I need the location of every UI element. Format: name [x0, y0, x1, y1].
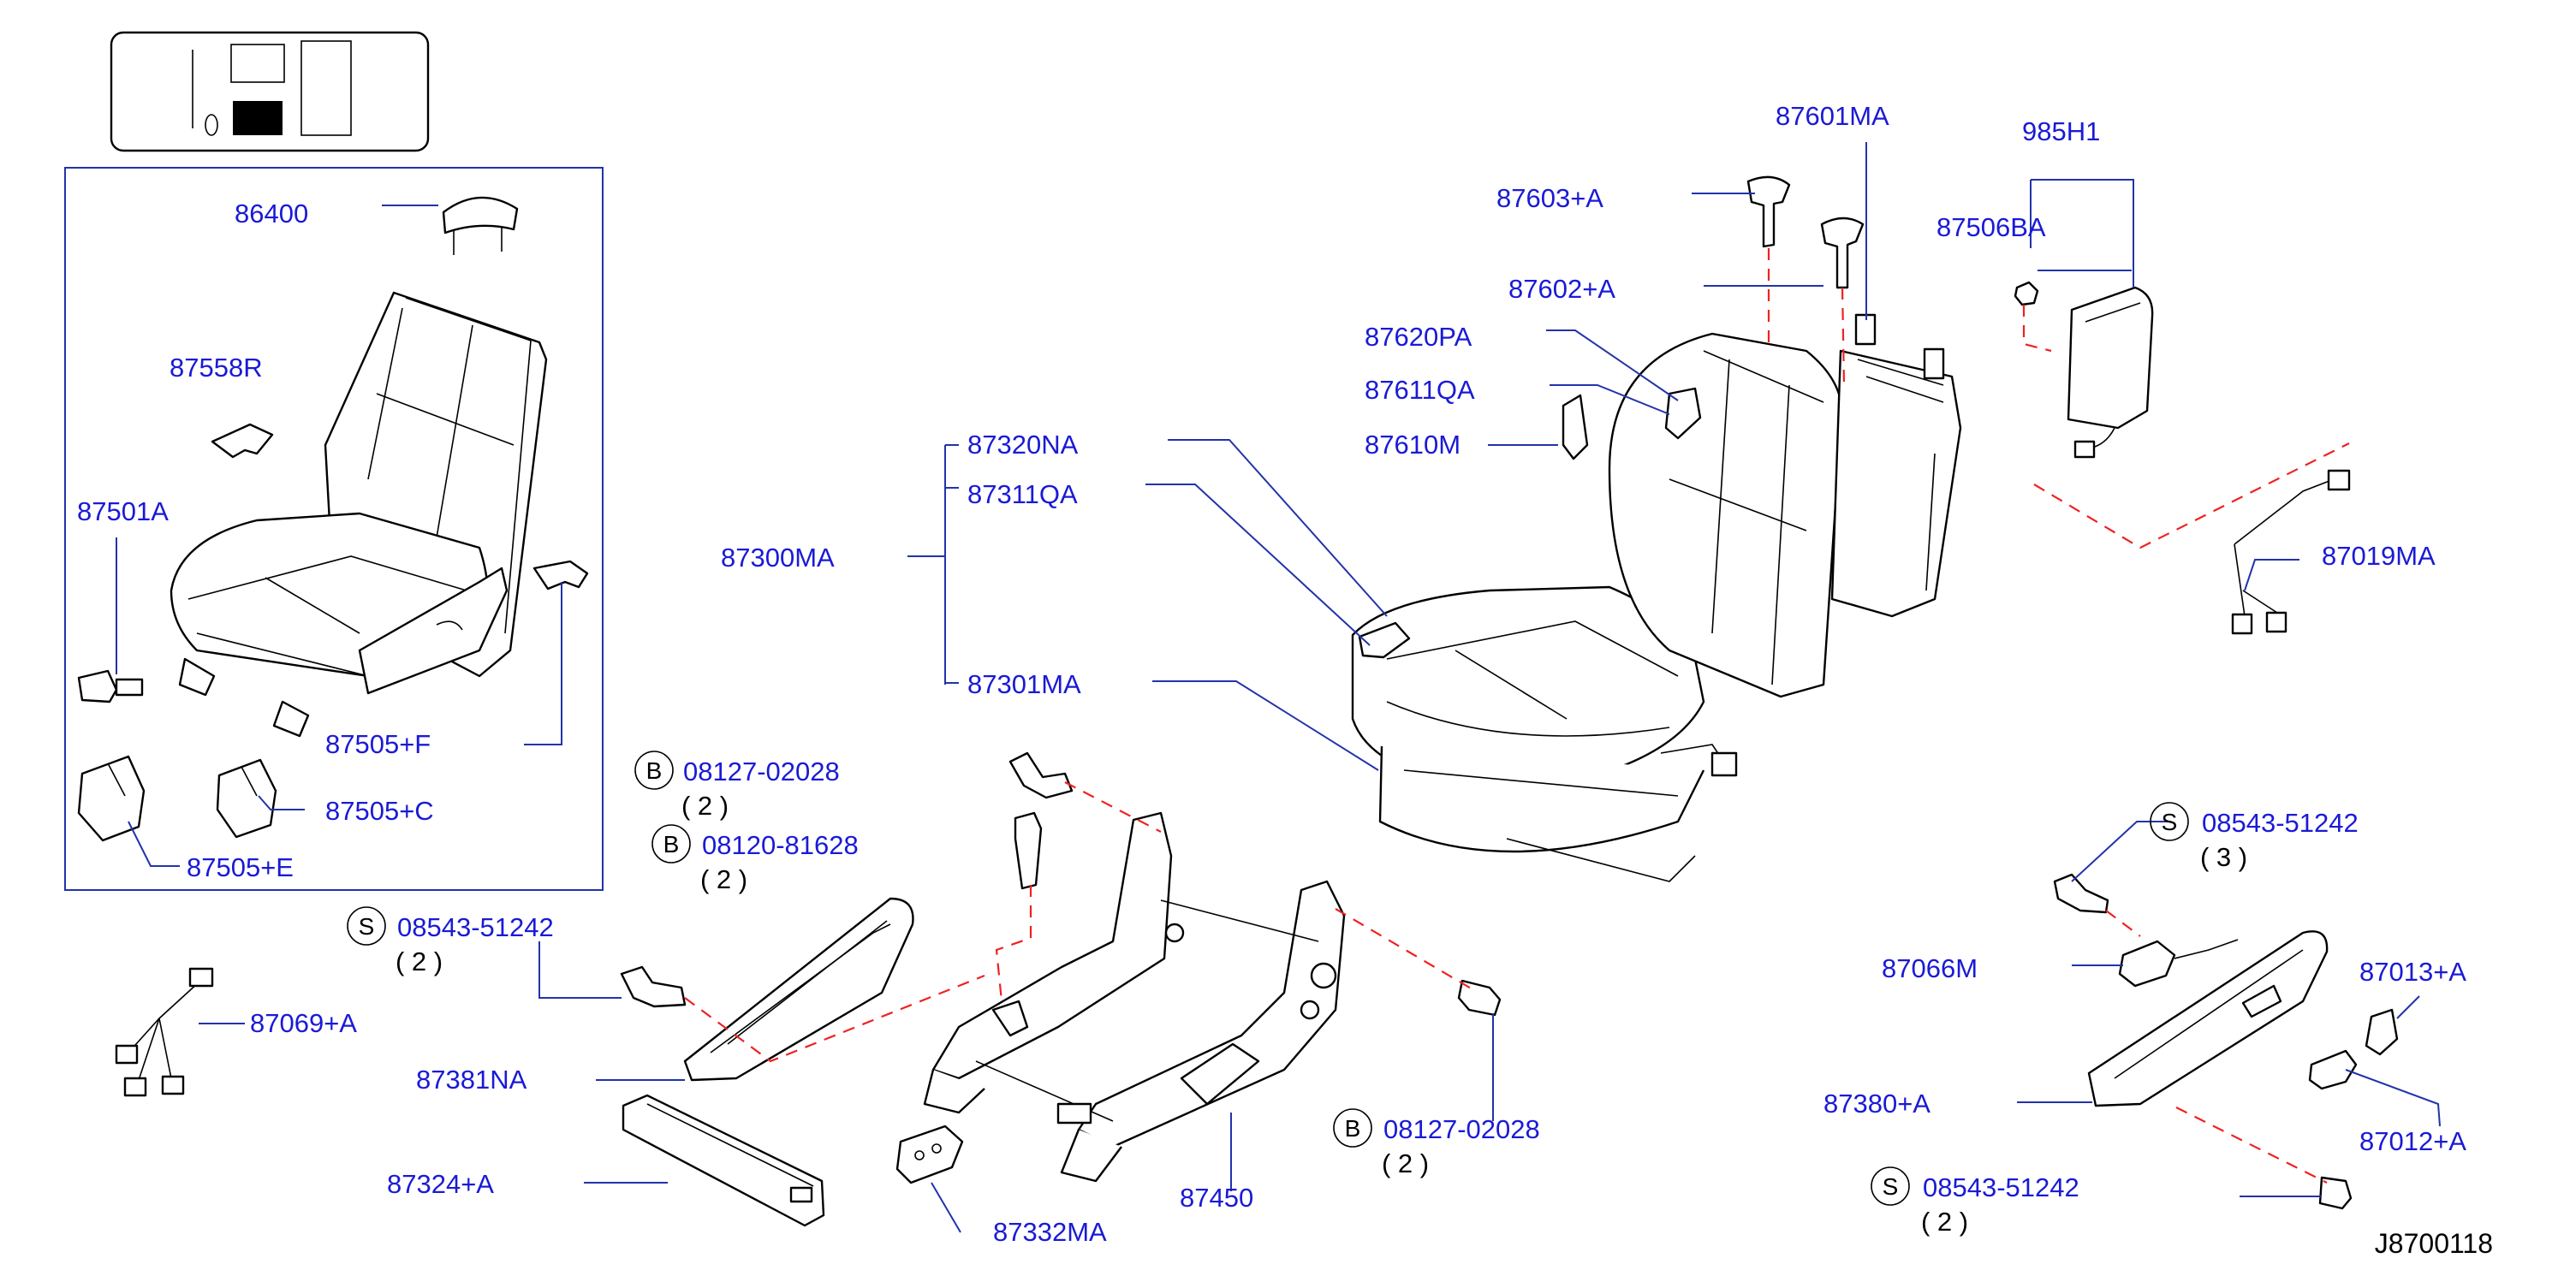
callout-86400: 86400: [235, 199, 308, 228]
callout-87332MA: 87332MA: [993, 1217, 1107, 1247]
seat-assembly-box: [64, 167, 604, 891]
fastener-s1: S 08543-51242 ( 2 ): [347, 906, 554, 976]
assembly-lines: [684, 248, 2350, 1184]
callout-87300MA: 87300MA: [721, 543, 835, 573]
power-seat-switch-drawing: [895, 1125, 964, 1184]
callout-87381NA: 87381NA: [416, 1065, 527, 1095]
fastener-s2-part: 08543-51242: [2202, 808, 2359, 838]
callout-87324A: 87324+A: [387, 1169, 494, 1199]
seatback-drawing: [1562, 175, 1962, 698]
badge-s3: S: [1883, 1173, 1899, 1200]
fastener-b1: B 08127-02028 ( 2 ): [634, 751, 840, 821]
seat-adjuster-frame-drawing: [923, 811, 1346, 1183]
callout-labels: 86400 87558R 87501A 87505+F 87505+C 8750…: [77, 101, 2466, 1247]
fastener-s1-part: 08543-51242: [397, 912, 554, 942]
callout-87450: 87450: [1180, 1183, 1253, 1213]
fastener-b3-qty: ( 2 ): [1382, 1148, 1429, 1178]
side-cover-inner-drawing: [683, 897, 914, 1082]
fastener-s2: S 08543-51242 ( 3 ): [2150, 802, 2359, 872]
badge-s2: S: [2162, 809, 2178, 835]
complete-seat-drawing: [77, 196, 589, 842]
side-airbag-drawing: [2014, 281, 2351, 635]
fastener-b1-qty: ( 2 ): [681, 791, 729, 821]
fastener-b1-part: 08127-02028: [683, 757, 840, 786]
fastener-b2: B 08120-81628 ( 2 ): [651, 824, 859, 894]
fastener-b3: B 08127-02028 ( 2 ): [1333, 1108, 1540, 1178]
fastener-b3-part: 08127-02028: [1383, 1114, 1540, 1144]
badge-b2: B: [663, 831, 680, 858]
callout-87506BA: 87506BA: [1936, 212, 2046, 242]
callout-87380A: 87380+A: [1823, 1089, 1931, 1119]
callout-985H1: 985H1: [2022, 116, 2100, 146]
leader-lines: [199, 142, 2441, 1233]
badge-s1: S: [359, 913, 375, 940]
left-leaders: [116, 205, 562, 867]
callout-87301MA: 87301MA: [967, 669, 1081, 699]
callout-87069A: 87069+A: [250, 1008, 357, 1038]
callout-87505E: 87505+E: [187, 852, 294, 882]
rail-cover-drawing: [622, 1094, 825, 1227]
callout-87501A: 87501A: [77, 496, 169, 526]
diagram-id: J8700118: [2375, 1228, 2493, 1259]
vehicle-location-key: [110, 31, 430, 152]
callout-87620PA: 87620PA: [1365, 322, 1472, 352]
callout-87602A: 87602+A: [1508, 274, 1615, 304]
fastener-b2-part: 08120-81628: [702, 830, 859, 860]
callout-87611QA: 87611QA: [1365, 375, 1475, 405]
callout-87066M: 87066M: [1882, 953, 1978, 983]
callout-87012A: 87012+A: [2359, 1126, 2466, 1156]
seat-cushion-drawing: [1351, 585, 1738, 882]
callout-87610M: 87610M: [1365, 430, 1461, 460]
callout-87311QA: 87311QA: [967, 479, 1078, 509]
callout-87505C: 87505+C: [325, 796, 434, 826]
badge-b1: B: [646, 757, 663, 784]
fastener-s3: S 08543-51242 ( 2 ): [1871, 1166, 2079, 1237]
bolts-drawing: [620, 751, 2353, 1210]
callout-87601MA: 87601MA: [1776, 101, 1889, 131]
callout-87603A: 87603+A: [1496, 183, 1603, 213]
harness-left-drawing: [115, 967, 214, 1097]
fastener-b2-qty: ( 2 ): [700, 864, 747, 894]
fastener-s1-qty: ( 2 ): [396, 947, 443, 976]
fastener-s3-qty: ( 2 ): [1921, 1207, 1968, 1237]
callout-87019MA: 87019MA: [2322, 541, 2436, 571]
fastener-s3-part: 08543-51242: [1923, 1172, 2079, 1202]
callout-87013A: 87013+A: [2359, 957, 2466, 987]
callout-87320NA: 87320NA: [967, 430, 1079, 460]
badge-b3: B: [1345, 1115, 1361, 1142]
callout-87505F: 87505+F: [325, 729, 431, 759]
callout-87558R: 87558R: [170, 353, 263, 383]
fastener-s2-qty: ( 3 ): [2200, 842, 2247, 872]
outer-side-trim-drawing: [2087, 930, 2399, 1107]
